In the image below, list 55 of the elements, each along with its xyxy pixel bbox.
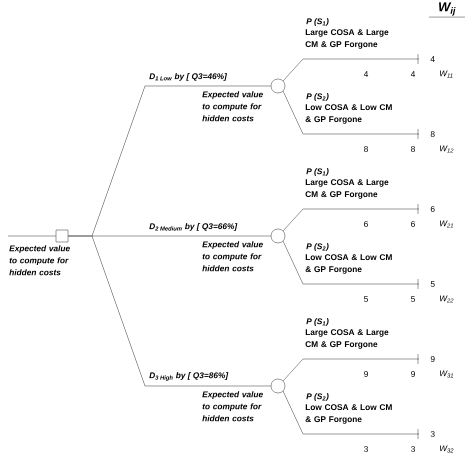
node-note: Expected value to compute for hidden costs <box>202 241 263 272</box>
branch-line <box>282 90 420 134</box>
value-label: 8 <box>364 146 368 152</box>
outcome-description: Large COSA & Large CM & GP Forgone <box>306 29 388 49</box>
edge-label: P (S$_{1}$) <box>306 18 329 26</box>
edge-label: P (S$_{1}$) <box>306 168 329 176</box>
edge-label: D$_{2 Medium}$ by [ Q3=66%] <box>149 223 238 231</box>
value-label: 6 <box>411 221 415 227</box>
value-label: 9 <box>411 371 415 377</box>
branch-line <box>282 390 420 434</box>
node-note: Expected value to compute for hidden costs <box>202 391 263 422</box>
edge-label: D$_{3 High}$ by [ Q3=86%] <box>149 372 228 381</box>
branch-line <box>282 240 420 284</box>
branch-line <box>282 358 420 382</box>
value-label: 3 <box>411 446 415 452</box>
edge-label: P (S$_{2}$) <box>306 393 329 401</box>
outcome-value: 6 <box>430 206 435 212</box>
payoff-name: W$_{21}$ <box>440 220 454 228</box>
branch-line <box>68 236 271 386</box>
outcome-description: Large COSA & Large CM & GP Forgone <box>306 329 388 349</box>
payoff-name: W$_{32}$ <box>440 445 454 453</box>
payoff-name: W$_{12}$ <box>440 146 454 152</box>
edge-label: D$_{1 Low}$ by [ Q3=46%] <box>149 73 228 81</box>
value-label: 3 <box>364 446 368 452</box>
value-label: 4 <box>410 71 416 77</box>
outcome-value: 4 <box>430 56 435 62</box>
outcome-description: Large COSA & Large CM & GP Forgone <box>306 179 388 199</box>
payoff-name: W$_{11}$ <box>440 70 453 78</box>
value-label: 5 <box>411 296 415 302</box>
chance-circle <box>270 378 286 394</box>
branch-line <box>282 208 420 232</box>
outcome-value: 5 <box>430 281 435 287</box>
outcome-value: 3 <box>430 431 435 437</box>
chance-circle <box>270 78 286 94</box>
node-note: Expected value to compute for hidden costs <box>202 91 263 122</box>
branch-line <box>282 58 420 82</box>
outcome-description: Low COSA & Low CM & GP Forgone <box>306 254 392 274</box>
node-note: Expected value to compute for hidden costs <box>9 245 70 276</box>
payoff-name: W$_{22}$ <box>440 296 454 302</box>
value-label: 9 <box>364 371 368 377</box>
outcome-value: 9 <box>430 356 435 362</box>
outcome-value: 8 <box>430 131 435 137</box>
edge-label: P (S$_{2}$) <box>306 243 329 251</box>
value-label: 8 <box>411 146 415 152</box>
outcome-description: Low COSA & Low CM & GP Forgone <box>306 104 392 124</box>
edge-label: P (S$_{1}$) <box>306 318 329 326</box>
edge-label: P (S$_{2}$) <box>306 93 329 101</box>
payoff-name: W$_{31}$ <box>440 370 454 378</box>
title: W$_{ij}$ <box>428 2 466 18</box>
value-label: 5 <box>364 296 368 302</box>
value-label: 6 <box>364 221 368 227</box>
outcome-description: Low COSA & Low CM & GP Forgone <box>306 404 392 424</box>
decision-square <box>56 230 68 242</box>
value-label: 4 <box>364 71 368 77</box>
chance-circle <box>270 228 286 244</box>
